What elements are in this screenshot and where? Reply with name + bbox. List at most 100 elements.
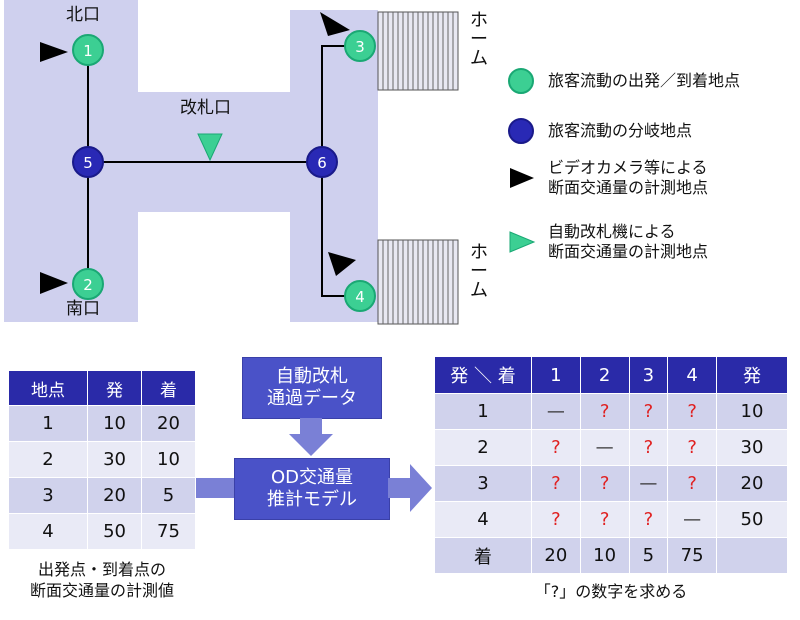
node-2-label: 2 xyxy=(83,276,93,294)
table-cell: 4 xyxy=(434,501,532,538)
legend-camera: ビデオカメラ等による 断面交通量の計測地点 xyxy=(508,158,708,198)
od-model-line-1: OD交通量 xyxy=(270,466,354,488)
table-cell: ? xyxy=(628,501,669,538)
node-3: 3 xyxy=(344,30,376,62)
platform-bottom-char-1: ホ xyxy=(470,242,488,263)
od-table-header: 発 ＼ 着 1 2 3 4 発 xyxy=(434,356,788,394)
table-row: 4 50 75 xyxy=(7,513,196,550)
node-6: 6 xyxy=(306,146,338,178)
legend-endpoint: 旅客流動の出発／到着地点 xyxy=(508,68,740,94)
table-cell: 着 xyxy=(434,537,532,574)
platform-top-char-2: ー xyxy=(470,28,488,50)
od-header-dest-3: 3 xyxy=(628,356,669,394)
ticket-gate-label: 改札口 xyxy=(180,98,231,118)
platform-top-label: ホ ー ム xyxy=(468,10,490,69)
table-cell: ? xyxy=(579,465,630,502)
camera-marker-1 xyxy=(40,42,68,62)
legend-camera-text: ビデオカメラ等による 断面交通量の計測地点 xyxy=(548,158,708,198)
station-map: 1 2 3 4 5 6 xyxy=(4,0,459,325)
od-total-row: 着 20 10 5 75 xyxy=(434,537,788,574)
table-row: 2 ? — ? ? 30 xyxy=(434,429,788,466)
node-1-label: 1 xyxy=(83,42,93,60)
table-cell: 20 xyxy=(531,537,581,574)
table-cell: 20 xyxy=(87,477,142,514)
table-cell: — xyxy=(628,465,669,502)
table-cell: ? xyxy=(579,393,630,430)
table-cell: 50 xyxy=(87,513,142,550)
camera-triangle-icon xyxy=(510,168,534,188)
table-cell: ? xyxy=(531,501,581,538)
node-3-label: 3 xyxy=(355,38,365,56)
table-cell: 1 xyxy=(434,393,532,430)
measurement-table-header: 地点 発 着 xyxy=(7,370,196,406)
gate-data-box: 自動改札 通過データ xyxy=(242,357,382,419)
platform-top-char-1: ホ xyxy=(470,10,488,31)
table-cell: 20 xyxy=(716,465,788,502)
table-cell: ? xyxy=(628,429,669,466)
right-arrow-icon-left xyxy=(196,478,234,498)
right-arrow-icon-right xyxy=(388,464,432,512)
legend-branch-text: 旅客流動の分岐地点 xyxy=(548,121,693,140)
table-cell: 4 xyxy=(7,513,89,550)
table-row: 3 20 5 xyxy=(7,477,196,514)
od-header-departure-total: 発 xyxy=(716,356,788,394)
header-point: 地点 xyxy=(7,370,89,406)
od-header-dest-4: 4 xyxy=(667,356,717,394)
legend-gate-line-2: 断面交通量の計測地点 xyxy=(548,242,709,261)
table-cell: ? xyxy=(667,465,717,502)
od-model-line-2: 推計モデル xyxy=(267,489,357,510)
table-cell: 2 xyxy=(434,429,532,466)
camera-marker-3 xyxy=(320,12,350,36)
measurement-caption: 出発点・到着点の 断面交通量の計測値 xyxy=(2,560,202,602)
table-cell: — xyxy=(579,429,630,466)
od-header-corner: 発 ＼ 着 xyxy=(434,356,532,394)
header-arrival: 着 xyxy=(141,370,196,406)
platform-bottom-char-2: ー xyxy=(470,260,488,282)
ticket-gate-marker xyxy=(197,133,223,162)
table-cell: 30 xyxy=(87,441,142,478)
camera-marker-2 xyxy=(40,272,68,294)
platform-top-hatch xyxy=(377,11,459,91)
table-cell: ? xyxy=(579,501,630,538)
endpoint-circle-icon xyxy=(508,68,534,94)
table-cell: ? xyxy=(531,429,581,466)
node-5-label: 5 xyxy=(83,154,93,172)
table-cell xyxy=(716,537,788,574)
table-row: 1 10 20 xyxy=(7,405,196,442)
legend-gate-line-1: 自動改札機による xyxy=(548,222,676,241)
od-header-dest-1: 1 xyxy=(531,356,581,394)
measurement-caption-line-2: 断面交通量の計測値 xyxy=(29,580,174,600)
table-cell: 10 xyxy=(579,537,630,574)
node-6-label: 6 xyxy=(317,154,327,172)
legend-camera-line-1: ビデオカメラ等による xyxy=(548,158,708,177)
table-cell: — xyxy=(531,393,581,430)
od-caption: 「?」の数字を求める xyxy=(534,582,688,601)
table-cell: 75 xyxy=(667,537,717,574)
north-exit-label: 北口 xyxy=(66,5,100,25)
table-cell: — xyxy=(667,501,717,538)
measurement-caption-line-1: 出発点・到着点の xyxy=(37,560,166,579)
table-row: 2 30 10 xyxy=(7,441,196,478)
table-cell: 10 xyxy=(141,441,196,478)
table-cell: ? xyxy=(531,465,581,502)
table-cell: 3 xyxy=(434,465,532,502)
header-departure: 発 xyxy=(87,370,142,406)
legend-branch: 旅客流動の分岐地点 xyxy=(508,118,692,144)
node-4-label: 4 xyxy=(355,288,365,306)
branch-circle-icon xyxy=(508,118,534,144)
table-cell: 10 xyxy=(87,405,142,442)
down-arrow-icon xyxy=(289,418,333,456)
node-1: 1 xyxy=(72,34,104,66)
node-5: 5 xyxy=(72,146,104,178)
table-cell: 3 xyxy=(7,477,89,514)
platform-top-char-3: ム xyxy=(470,47,488,69)
legend-endpoint-text: 旅客流動の出発／到着地点 xyxy=(548,71,741,90)
table-row: 3 ? ? — ? 20 xyxy=(434,465,788,502)
table-cell: ? xyxy=(667,429,717,466)
table-cell: 5 xyxy=(628,537,669,574)
table-cell: 30 xyxy=(716,429,788,466)
table-cell: ? xyxy=(667,393,717,430)
table-cell: 2 xyxy=(7,441,89,478)
south-exit-label: 南口 xyxy=(66,299,100,319)
table-row: 1 — ? ? ? 10 xyxy=(434,393,788,430)
